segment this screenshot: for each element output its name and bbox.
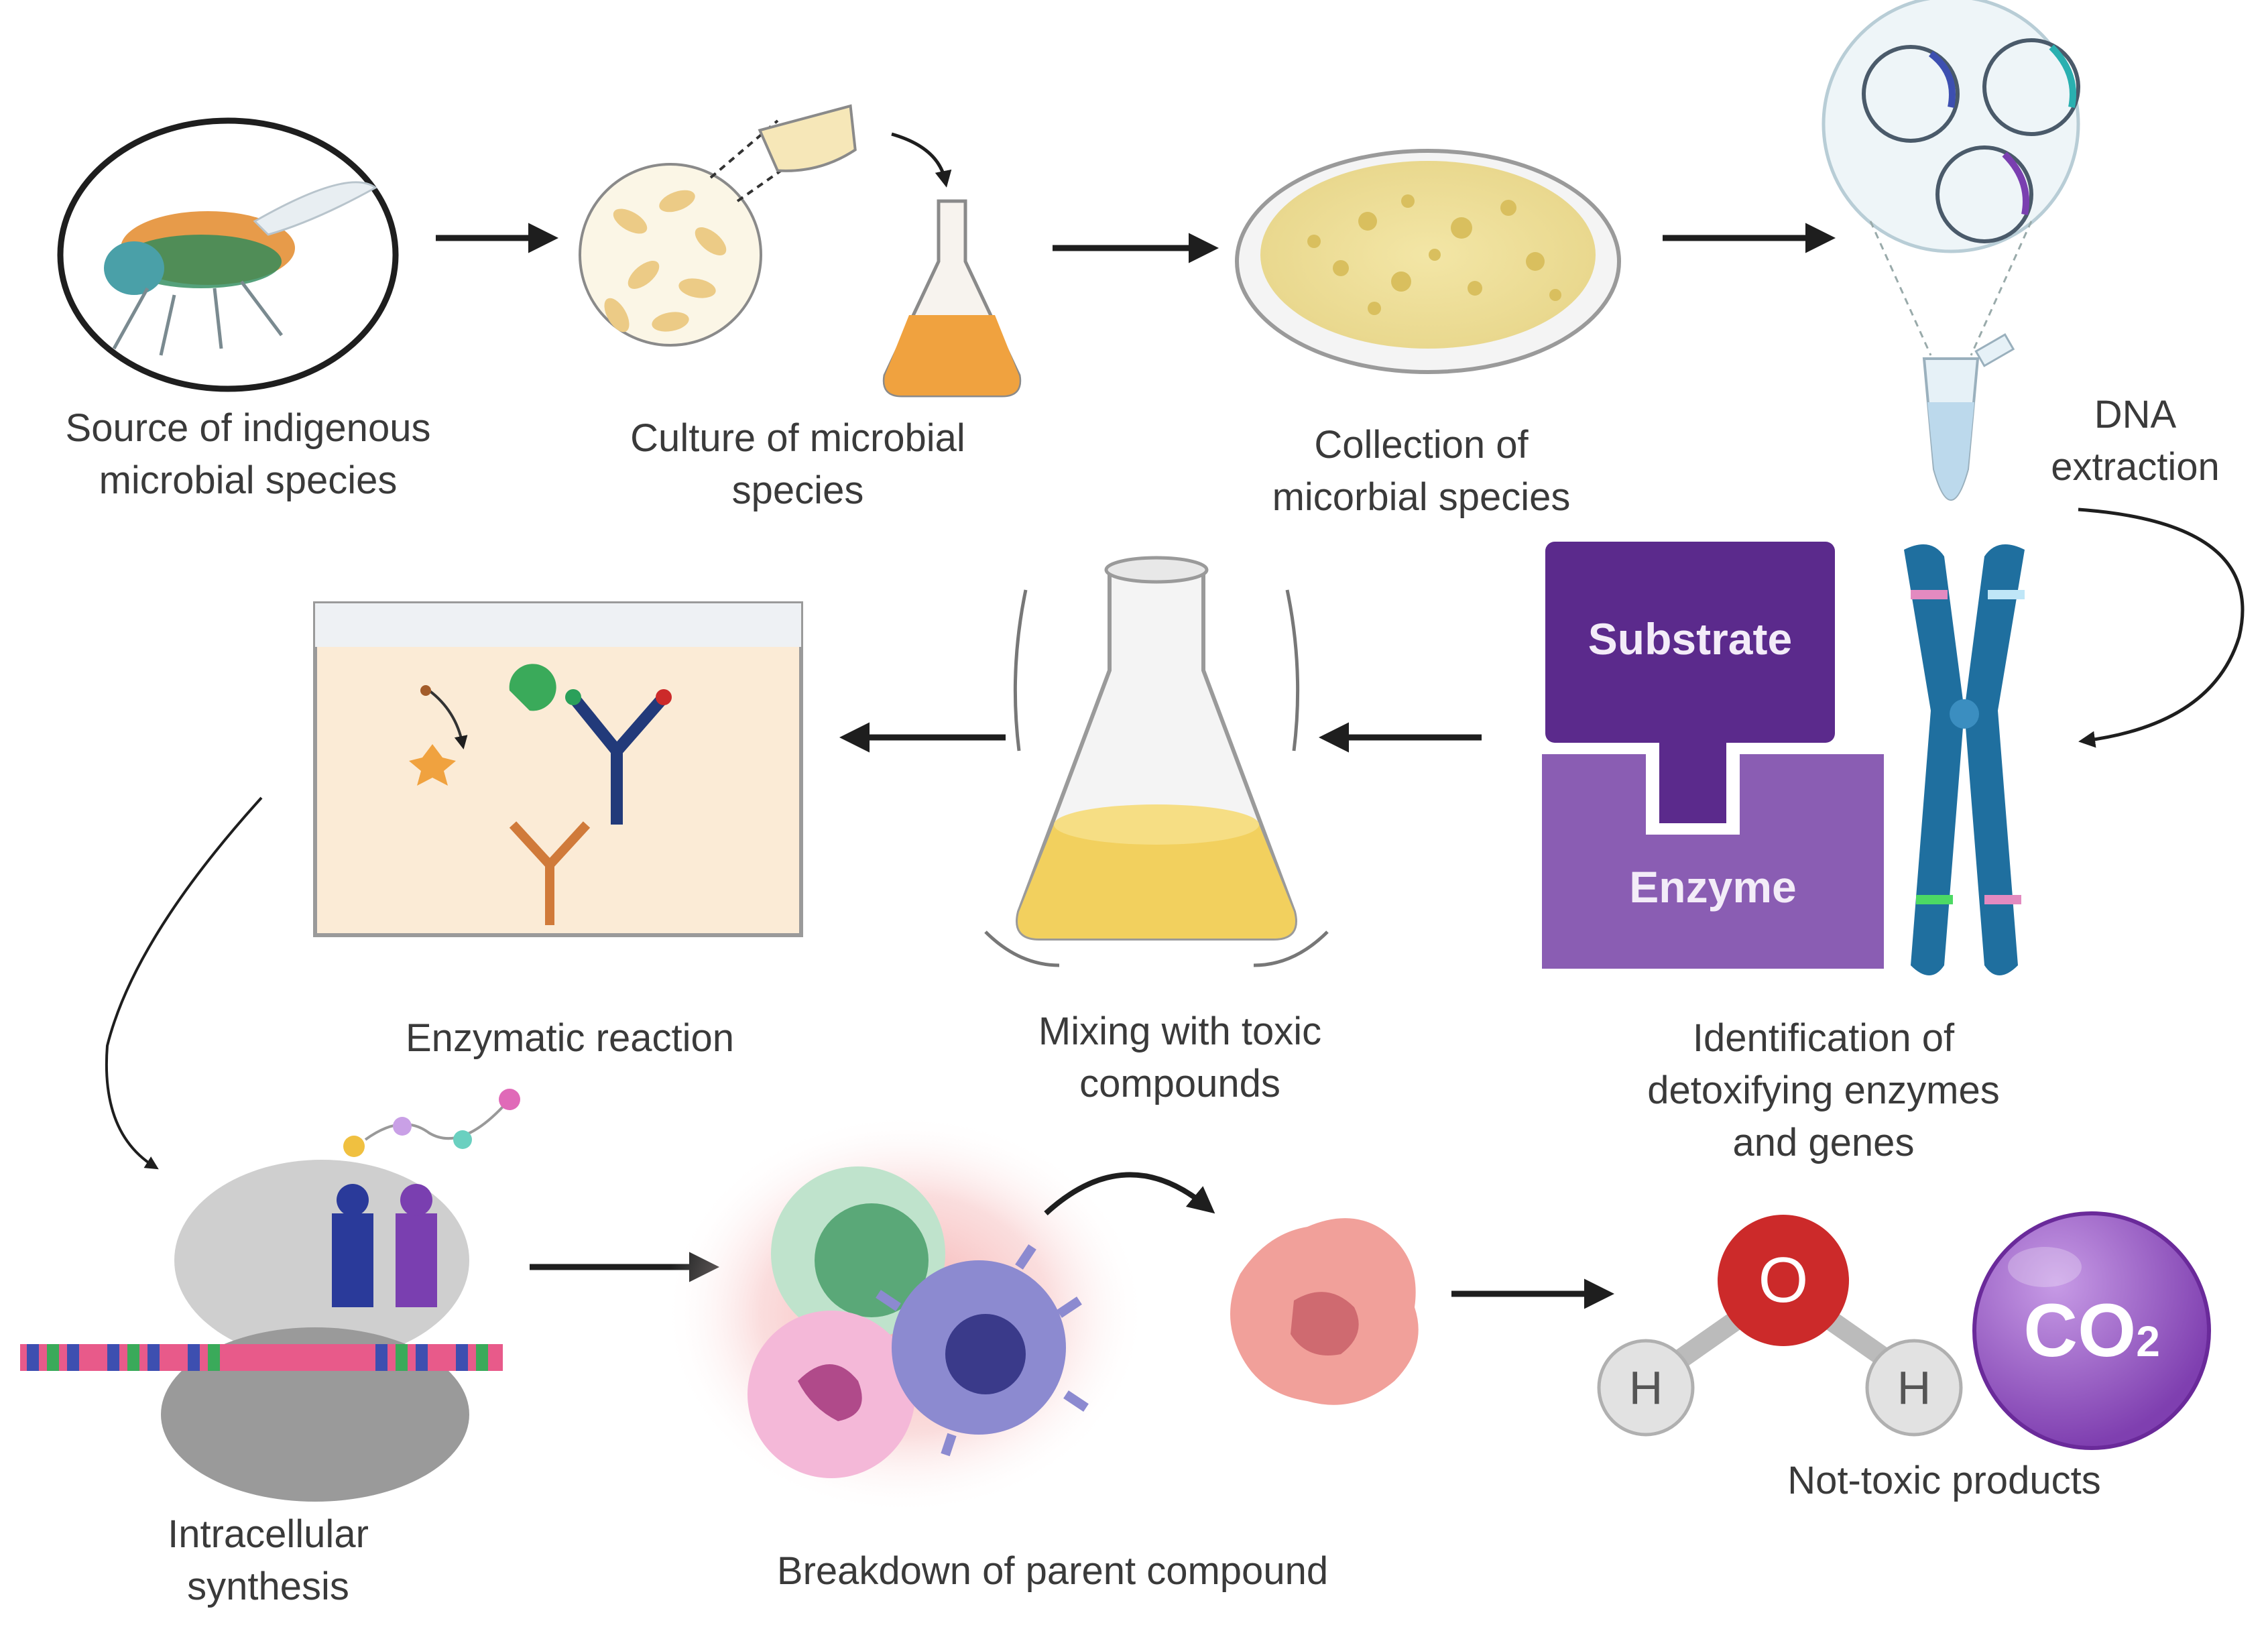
label-mixing-line2: compounds [1079, 1062, 1280, 1105]
label-mixing: Mixing with toxic compounds [945, 1006, 1415, 1110]
water-molecule-icon [1597, 1215, 1963, 1437]
label-synthesis-line1: Intracellular [168, 1512, 369, 1556]
insect-icon [57, 117, 399, 392]
label-dna-line2: extraction [2051, 445, 2220, 489]
co2-formula: CO2 [1974, 1287, 2209, 1374]
dying-cell-icon [1230, 1218, 1419, 1405]
label-collection: Collection of micorbial species [1187, 419, 1656, 524]
flask-icon [758, 104, 1022, 398]
oxygen-atom: O [1758, 1244, 1809, 1316]
label-identification-line2: detoxifying enzymes [1647, 1069, 2000, 1112]
tube-icon [1922, 333, 2015, 501]
label-products: Not-toxic products [1689, 1455, 2199, 1507]
label-products-line1: Not-toxic products [1787, 1459, 2101, 1502]
hydrogen-left-atom: H [1628, 1362, 1663, 1414]
substrate-label: Substrate [1588, 614, 1793, 664]
label-breakdown-line1: Breakdown of parent compound [776, 1549, 1329, 1593]
label-source: Source of indigenous microbial species [13, 402, 483, 507]
antibody-icon [313, 601, 803, 937]
label-enzymatic-line1: Enzymatic reaction [406, 1016, 734, 1060]
label-synthesis-line2: synthesis [187, 1565, 349, 1608]
substrate-enzyme-icon [1542, 542, 1884, 969]
immune-cell-icon [664, 1113, 1146, 1515]
label-enzymatic: Enzymatic reaction [335, 1012, 804, 1065]
enzyme-label: Enzyme [1629, 862, 1797, 912]
label-collection-line2: micorbial species [1272, 475, 1571, 519]
label-source-line1: Source of indigenous [65, 406, 431, 450]
co2-text: CO [2023, 1288, 2137, 1372]
petri-dish-icon [1235, 149, 1621, 374]
label-culture-line1: Culture of microbial [630, 416, 965, 460]
label-dna-line1: DNA [2094, 393, 2177, 436]
label-dna: DNA extraction [2025, 389, 2246, 493]
ribosome-icon [20, 1089, 520, 1502]
bacteria-icon [579, 119, 806, 347]
label-mixing-line1: Mixing with toxic [1038, 1010, 1322, 1053]
beaker-icon [984, 556, 1329, 967]
hydrogen-right-atom: H [1897, 1362, 1931, 1414]
label-breakdown: Breakdown of parent compound [684, 1545, 1421, 1598]
label-identification: Identification of detoxifying enzymes an… [1589, 1012, 2058, 1169]
chromosome-icon [1904, 544, 2025, 975]
label-collection-line1: Collection of [1314, 423, 1529, 467]
plasmid-icon [1822, 0, 2080, 356]
label-identification-line3: and genes [1732, 1121, 1915, 1164]
co2-icon [1972, 1211, 2211, 1450]
label-culture: Culture of microbial species [563, 412, 1032, 517]
co2-subscript: 2 [2136, 1317, 2160, 1366]
label-synthesis: Intracellular synthesis [101, 1508, 436, 1613]
label-identification-line1: Identification of [1692, 1016, 1955, 1060]
label-culture-line2: species [731, 469, 864, 512]
label-source-line2: microbial species [99, 459, 398, 502]
